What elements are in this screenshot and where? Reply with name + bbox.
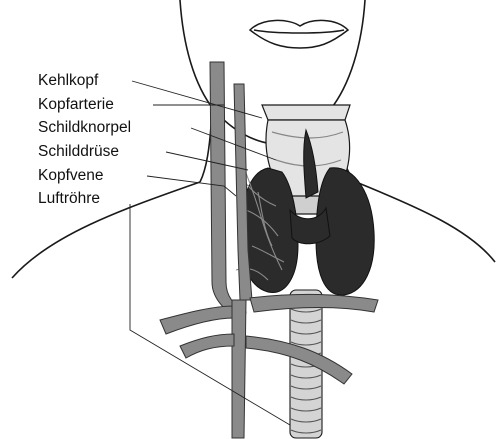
label-kopfarterie: Kopfarterie [38, 96, 114, 114]
label-luftroehre: Luftröhre [38, 190, 100, 208]
vessel-lower-branch [180, 334, 234, 358]
epiglottis-top [262, 105, 350, 120]
label-schildknorpel: Schildknorpel [38, 119, 131, 137]
mouth [250, 20, 348, 48]
vessel-descending [232, 300, 246, 438]
label-kehlkopf: Kehlkopf [38, 72, 98, 90]
leader-schildknorpel [191, 128, 276, 160]
vessel-lower-left [160, 306, 234, 334]
label-schilddruese: Schilddrüse [38, 143, 119, 161]
shoulder-right [356, 182, 495, 262]
label-kopfvene: Kopfvene [38, 167, 104, 185]
